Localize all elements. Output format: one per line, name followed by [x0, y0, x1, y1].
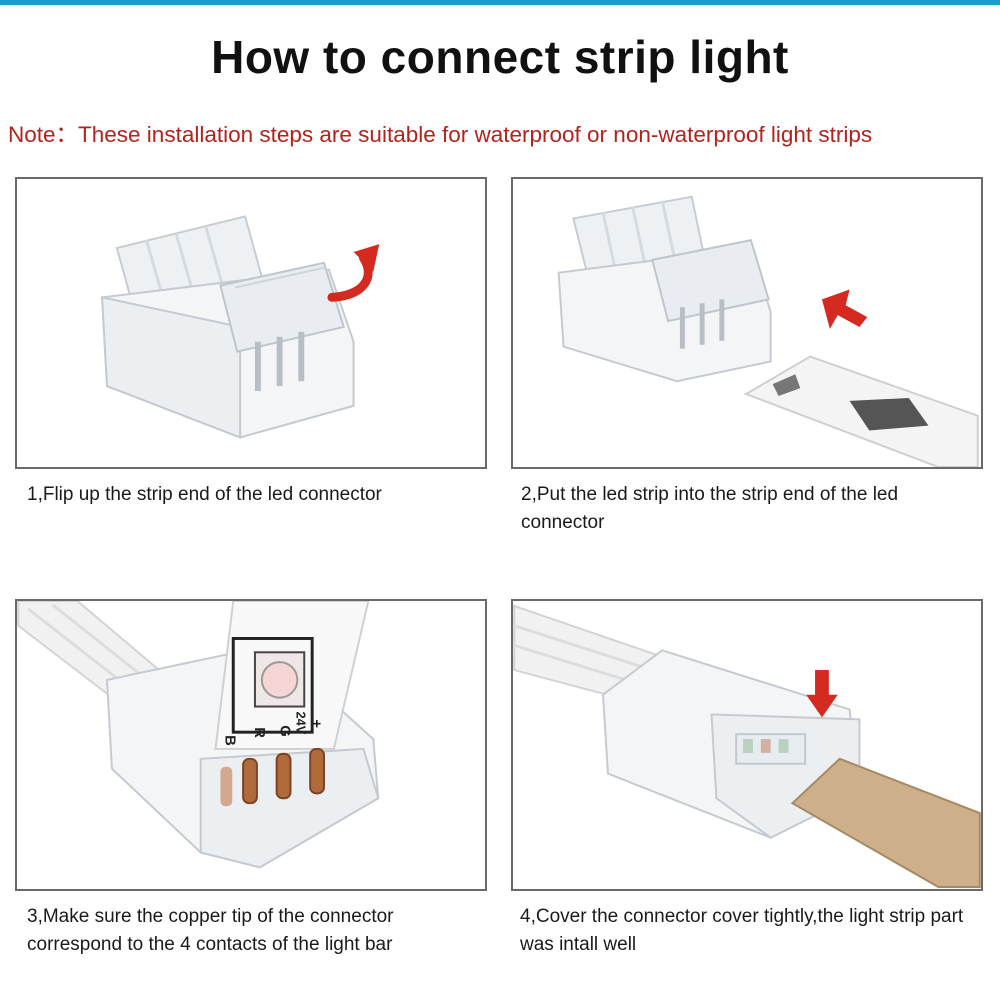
top-accent-rule [0, 0, 1000, 5]
step-3-caption: 3,Make sure the copper tip of the connec… [27, 906, 394, 955]
strip-label-b: B [221, 735, 237, 746]
step-4-image [511, 599, 983, 891]
installation-note: Note：These installation steps are suitab… [8, 122, 873, 147]
step-3-image: + 24V G R B [15, 599, 487, 891]
step-2-image [511, 177, 983, 469]
strip-label-g: G [277, 725, 293, 737]
connector-open-illustration [101, 215, 380, 439]
connector-insert-strip-illustration [557, 195, 979, 467]
step-4-caption: 4,Cover the connector cover tightly,the … [520, 906, 964, 955]
strip-label-r: R [251, 727, 267, 738]
connector-closed-illustration [513, 604, 981, 889]
page-title: How to connect strip light [211, 31, 789, 83]
strip-label-24v: 24V [293, 711, 308, 734]
copper-tip-alignment-illustration: + 24V G R B [17, 601, 380, 869]
step-1-caption: 1,Flip up the strip end of the led conne… [27, 484, 382, 505]
step-2-caption: 2,Put the led strip into the strip end o… [521, 484, 899, 533]
step-1-image [15, 177, 487, 469]
strip-label-plus: + [308, 719, 324, 728]
